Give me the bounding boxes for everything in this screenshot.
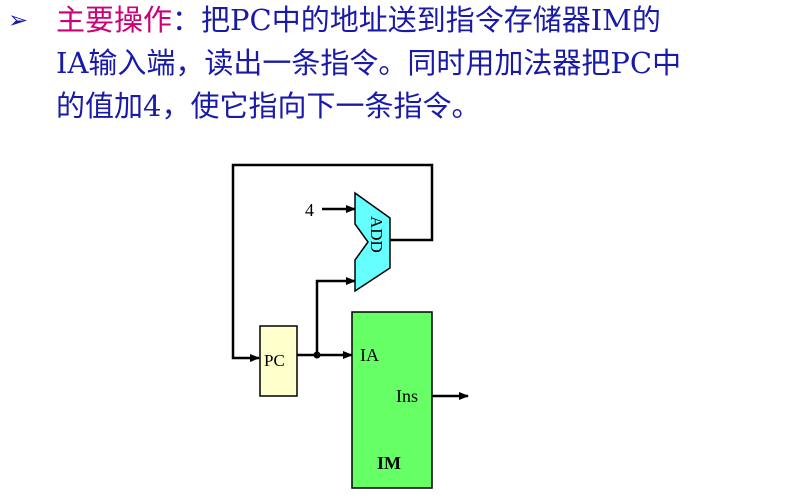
- description-line-1: 主要操作：把PC中的地址送到指令存储器IM的: [56, 2, 661, 38]
- pc-register: [259, 325, 298, 397]
- pc-label: PC: [264, 351, 285, 370]
- description-line-1-rest: ：把PC中的地址送到指令存储器IM的: [172, 3, 661, 37]
- adder-shape: [354, 191, 391, 293]
- description-line-3: 的值加4，使它指向下一条指令。: [56, 89, 481, 123]
- ins-label: Ins: [396, 386, 418, 406]
- adder-label: ADD: [367, 216, 386, 253]
- operation-label: 主要操作: [56, 3, 173, 37]
- const-four-label: 4: [305, 200, 314, 220]
- bullet-arrow-icon: ➢: [8, 6, 29, 34]
- instruction-memory: [351, 311, 433, 489]
- description-line-2: IA输入端，读出一条指令。同时用加法器把PC中: [56, 46, 682, 80]
- adder-feedback-wire: [231, 163, 434, 362]
- ia-label: IA: [360, 345, 379, 365]
- pc-to-adder-wire: [315, 277, 356, 355]
- im-label: IM: [377, 453, 401, 473]
